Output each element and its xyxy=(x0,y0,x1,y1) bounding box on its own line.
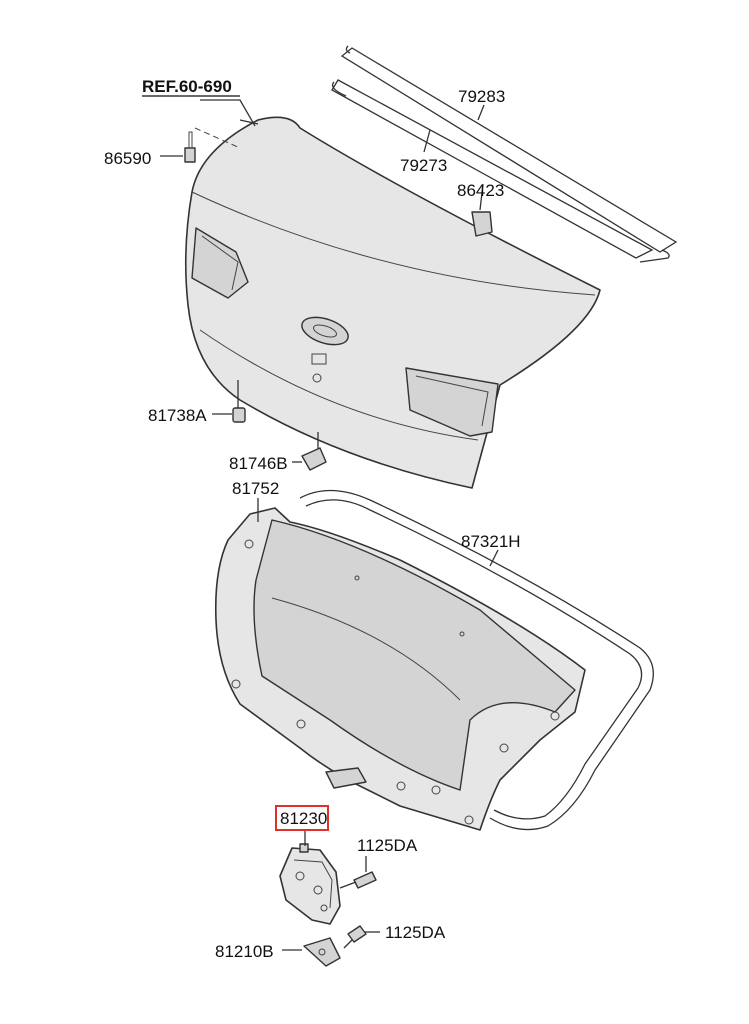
part-label-1125DA-bottom[interactable]: 1125DA xyxy=(385,923,446,942)
part-label-81210B[interactable]: 81210B xyxy=(215,942,274,961)
highlight-box xyxy=(275,805,329,831)
part-label-79273[interactable]: 79273 xyxy=(400,156,447,175)
trunk-latch-81230 xyxy=(279,843,341,925)
part-label-81746B[interactable]: 81746B xyxy=(229,454,288,473)
torsion-bar-79273 xyxy=(331,79,654,259)
bolt-1125DA-top xyxy=(339,871,377,889)
trunk-lid xyxy=(184,116,601,489)
bumper-81738A xyxy=(232,407,246,423)
part-label-1125DA-top[interactable]: 1125DA xyxy=(357,836,418,855)
part-label-86590[interactable]: 86590 xyxy=(104,149,151,168)
bracket-81746B xyxy=(301,447,327,471)
part-label-86423[interactable]: 86423 xyxy=(457,181,504,200)
part-label-81752[interactable]: 81752 xyxy=(232,479,279,498)
clip-86590 xyxy=(184,131,196,163)
weatherstrip-87321H xyxy=(299,489,654,831)
bolt-1125DA-bottom xyxy=(343,925,367,949)
torsion-bar-79283 xyxy=(340,45,678,263)
clip-86423 xyxy=(471,211,493,237)
striker-81210B xyxy=(303,937,341,967)
trim-panel-81752 xyxy=(214,507,586,831)
part-label-81230[interactable]: 81230 xyxy=(280,809,327,828)
ref-label[interactable]: REF.60-690 xyxy=(142,77,232,96)
part-label-87321H[interactable]: 87321H xyxy=(461,532,521,551)
part-label-81738A[interactable]: 81738A xyxy=(148,406,207,425)
part-label-79283[interactable]: 79283 xyxy=(458,87,505,106)
